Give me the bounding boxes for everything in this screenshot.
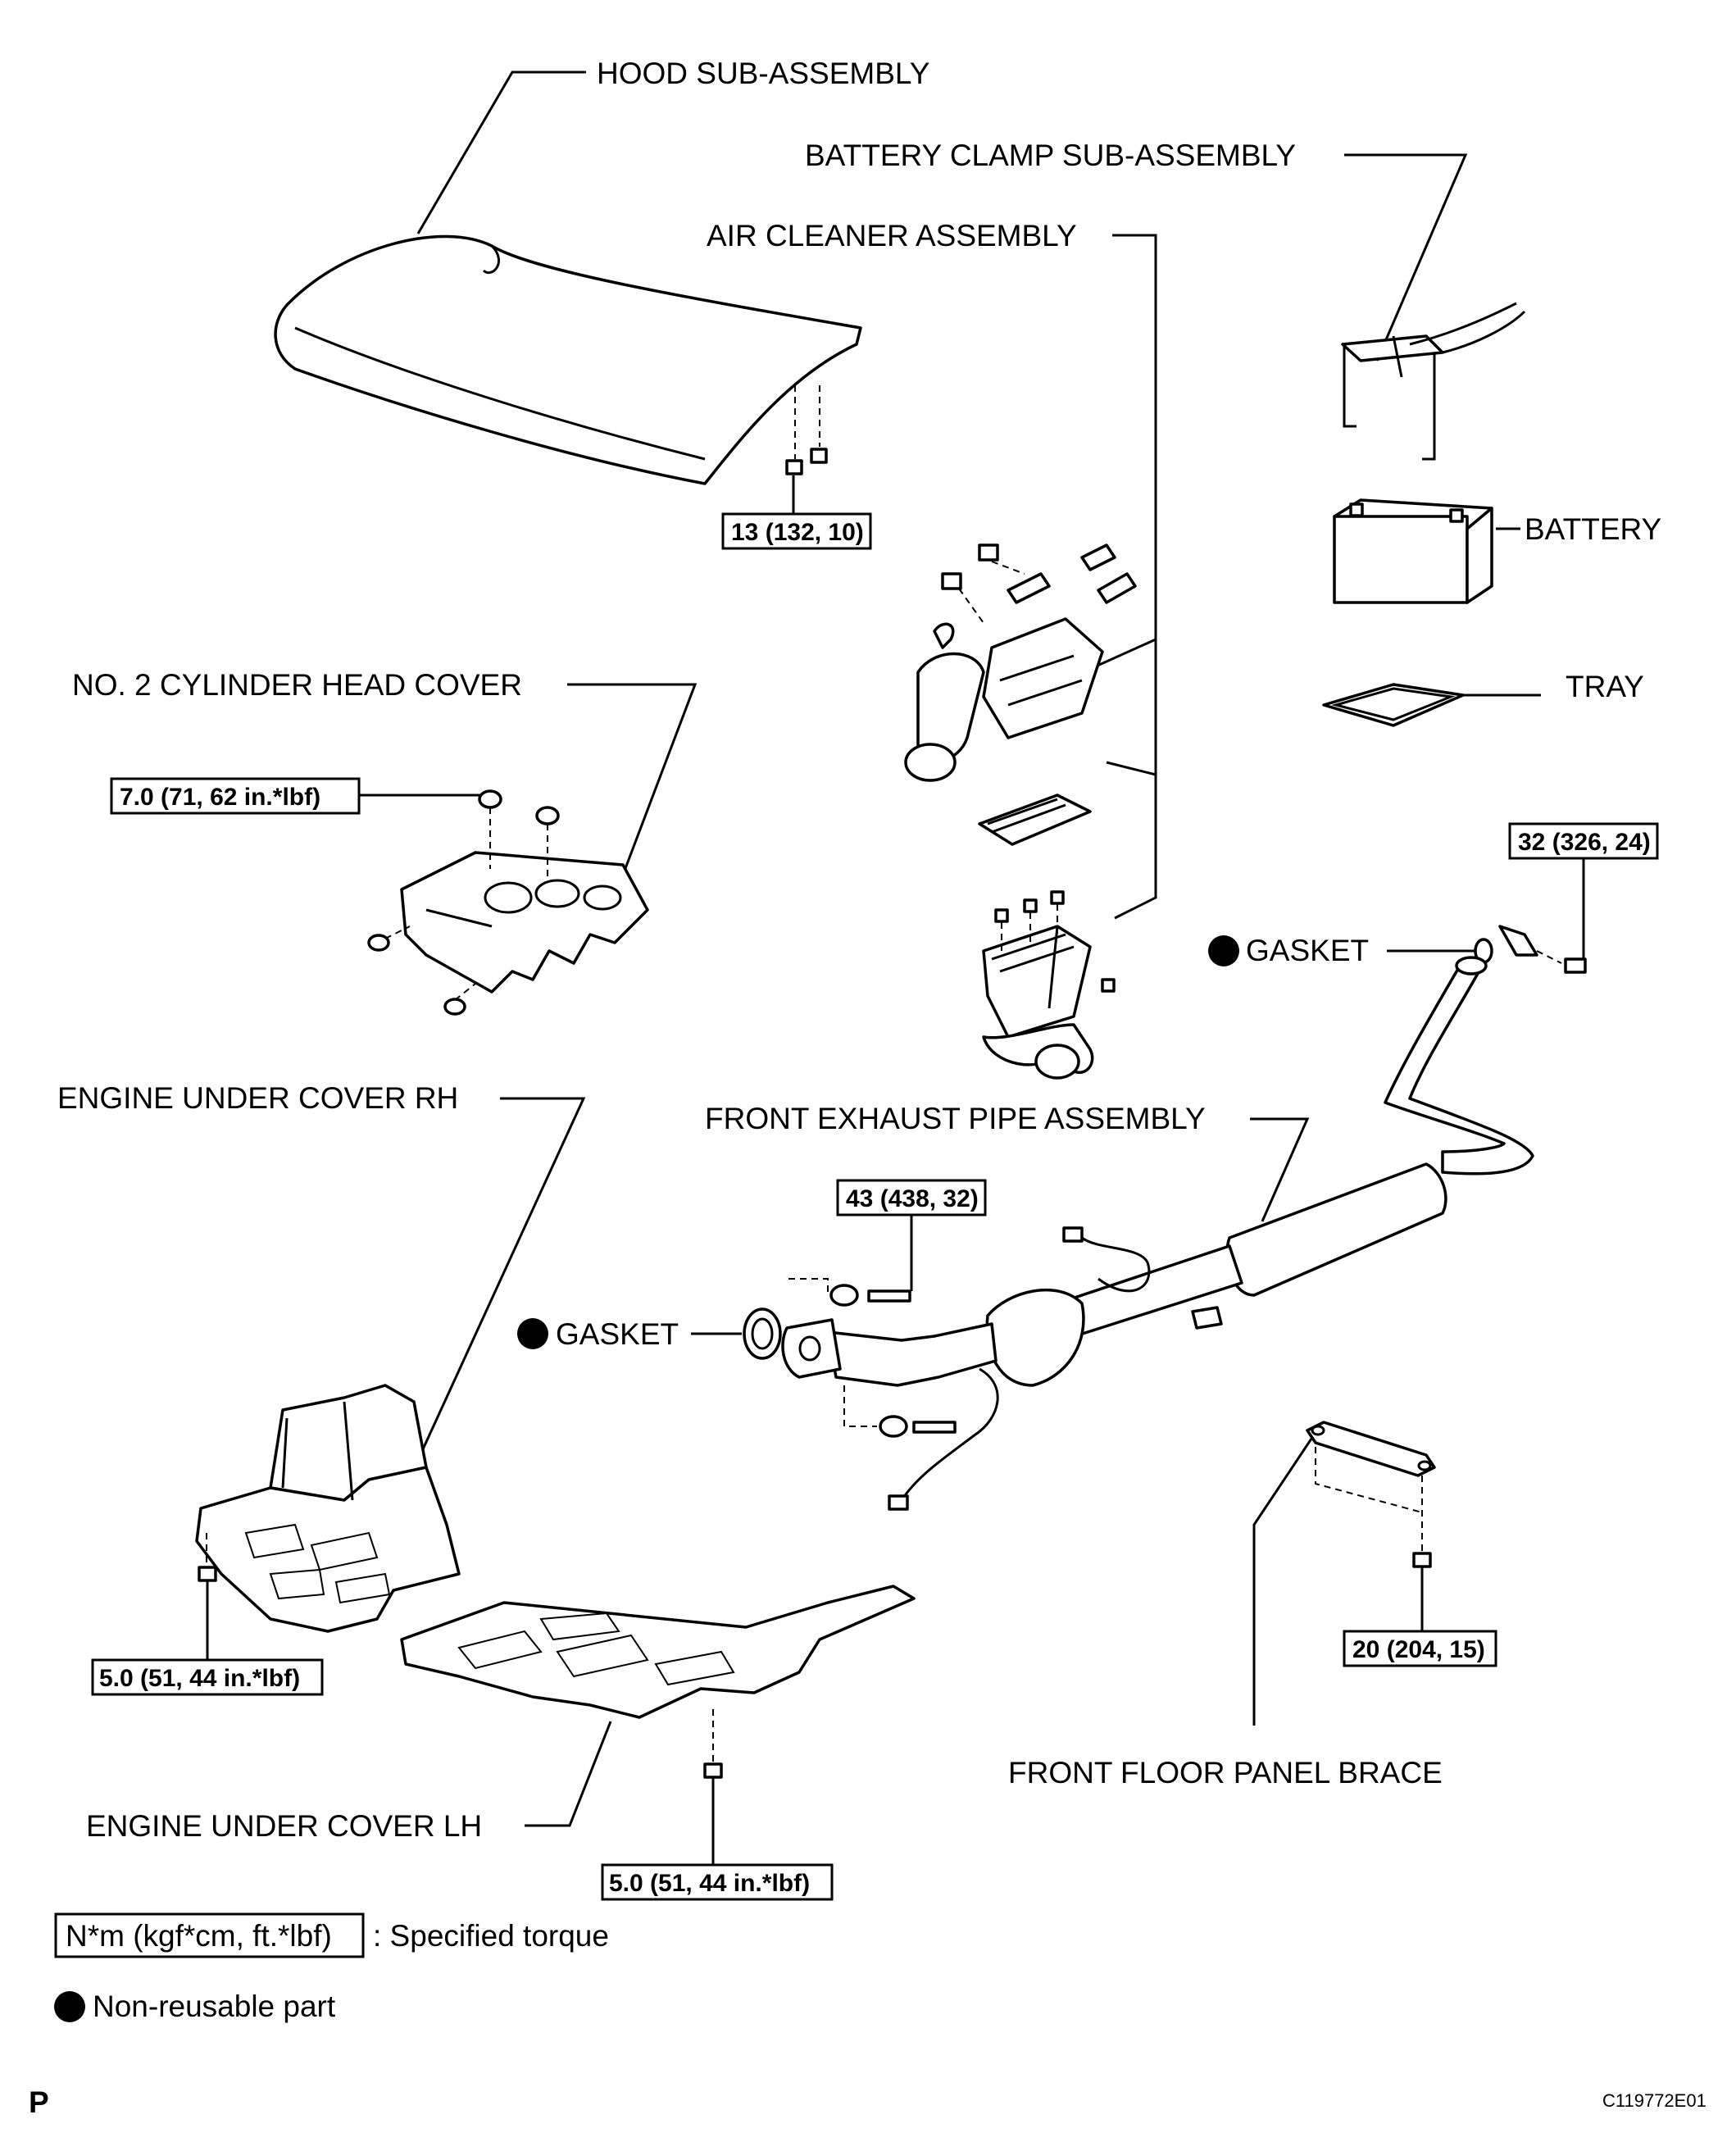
figure-id: C119772E01 — [1602, 2090, 1706, 2111]
gasket-lower-label: GASKET — [556, 1317, 679, 1351]
battery-clamp-leader — [1344, 153, 1468, 362]
exhaust-flange-torque: 43 (438, 32) — [846, 1185, 979, 1212]
under-cover-lh-illustration — [400, 1585, 916, 1824]
legend-nonreusable-text: Non-reusable part — [93, 1990, 336, 2023]
battery-clamp-label: BATTERY CLAMP SUB-ASSEMBLY — [805, 139, 1296, 172]
cyl-head-cover-leader — [567, 683, 698, 919]
cyl-head-cover-illustration — [367, 789, 649, 1016]
under-cover-lh-leader — [525, 1721, 612, 1827]
floor-brace-illustration — [1306, 1421, 1436, 1631]
legend-torque-unit: N*m (kgf*cm, ft.*lbf) — [66, 1919, 332, 1953]
under-cover-rh-illustration — [195, 1384, 461, 1633]
exhaust-joint-hardware — [1474, 925, 1587, 974]
floor-brace-leader — [1252, 1438, 1313, 1726]
air-cleaner-illustration — [904, 543, 1137, 1080]
footer-left-code: P — [29, 2085, 49, 2119]
non-reusable-marker-upper — [1208, 935, 1239, 966]
under-cover-lh-label: ENGINE UNDER COVER LH — [86, 1809, 482, 1843]
under-cover-rh-label: ENGINE UNDER COVER RH — [57, 1081, 458, 1115]
legend-torque-desc: : Specified torque — [373, 1919, 609, 1953]
battery-illustration — [1333, 498, 1493, 604]
front-exhaust-label: FRONT EXHAUST PIPE ASSEMBLY — [705, 1102, 1206, 1135]
floor-brace-torque: 20 (204, 15) — [1352, 1636, 1485, 1663]
gasket-lower-illustration — [743, 1307, 782, 1360]
tray-illustration — [1322, 683, 1465, 727]
exhaust-pipe-illustration — [781, 956, 1534, 1511]
cyl-head-torque: 7.0 (71, 62 in.*lbf) — [120, 784, 320, 811]
hood-leader — [416, 70, 586, 234]
air-cleaner-leader — [1073, 234, 1157, 920]
under-cover-lh-torque: 5.0 (51, 44 in.*lbf) — [609, 1870, 810, 1897]
gasket-upper-label: GASKET — [1246, 934, 1369, 967]
hood-label: HOOD SUB-ASSEMBLY — [597, 57, 929, 90]
floor-brace-label: FRONT FLOOR PANEL BRACE — [1008, 1756, 1443, 1789]
air-cleaner-label: AIR CLEANER ASSEMBLY — [707, 219, 1077, 252]
exhaust-joint-torque: 32 (326, 24) — [1518, 829, 1651, 856]
legend-torque-box — [54, 1912, 365, 1958]
under-cover-rh-torque: 5.0 (51, 44 in.*lbf) — [99, 1665, 300, 1692]
floor-brace-torque-box — [1343, 1630, 1497, 1667]
cyl-head-cover-label: NO. 2 CYLINDER HEAD COVER — [72, 668, 522, 702]
hood-illustration — [274, 234, 862, 485]
front-exhaust-leader — [1250, 1117, 1310, 1222]
legend-nonreusable-marker — [54, 1991, 85, 2022]
under-cover-lh-torque-box — [601, 1863, 834, 1901]
tray-label: TRAY — [1566, 670, 1644, 703]
non-reusable-marker-lower — [517, 1318, 548, 1349]
battery-label: BATTERY — [1525, 512, 1661, 546]
battery-clamp-illustration — [1341, 302, 1526, 461]
hood-torque-box — [721, 512, 872, 550]
under-cover-rh-leader — [420, 1097, 586, 1452]
exhaust-flange-hardware — [788, 1278, 957, 1438]
hood-torque: 13 (132, 10) — [731, 519, 864, 546]
